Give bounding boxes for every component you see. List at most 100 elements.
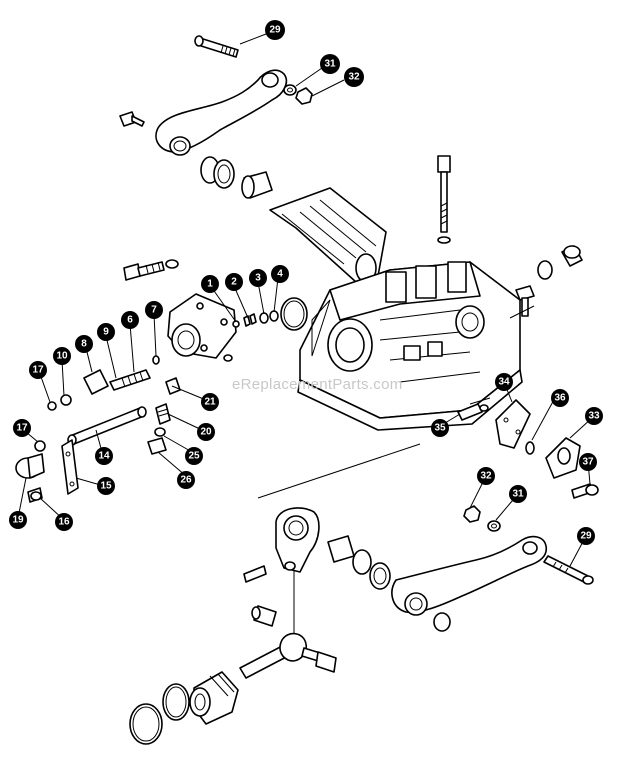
lower-snap-ring [433, 612, 451, 632]
left-cap-bolt [123, 259, 179, 281]
top-small-bolt [119, 111, 145, 127]
callout-29-top: 29 [265, 20, 285, 40]
callout-15: 15 [97, 477, 115, 495]
valve-housing [297, 261, 523, 431]
svg-text:37: 37 [582, 457, 594, 468]
svg-text:21: 21 [204, 397, 216, 408]
top-washer-31 [283, 84, 297, 96]
svg-text:16: 16 [58, 517, 70, 528]
cover-plate-34 [495, 399, 531, 449]
cover-plate-33 [545, 437, 581, 479]
svg-text:29: 29 [269, 25, 281, 36]
svg-text:3: 3 [255, 273, 261, 284]
svg-text:29: 29 [580, 531, 592, 542]
top-lift-pin-29 [194, 35, 239, 58]
svg-text:36: 36 [554, 393, 566, 404]
watermark-text: eReplacementParts.com [232, 376, 403, 393]
svg-text:6: 6 [127, 315, 133, 326]
callout-8: 8 [75, 335, 93, 353]
svg-text:17: 17 [16, 423, 28, 434]
svg-text:19: 19 [12, 515, 24, 526]
screw-16 [27, 487, 43, 503]
callout-17-lower: 17 [13, 419, 31, 437]
bolt-leader-line [509, 305, 535, 319]
svg-text:25: 25 [188, 451, 200, 462]
top-cap-bolt [437, 155, 451, 244]
lower-nut-32 [463, 505, 481, 523]
hydraulic-piston [189, 671, 239, 725]
callout-1: 1 [201, 275, 219, 293]
drop-pin [251, 605, 277, 627]
spring-21-and-plug-26 [147, 377, 181, 455]
callout-35: 35 [431, 419, 449, 437]
svg-text:32: 32 [348, 72, 360, 83]
piston-rings [129, 683, 190, 745]
svg-text:26: 26 [180, 475, 192, 486]
svg-text:35: 35 [434, 423, 446, 434]
svg-text:2: 2 [231, 277, 237, 288]
callout-34: 34 [495, 373, 513, 391]
fittings-35 [457, 397, 491, 421]
callout-31-bottom: 31 [509, 485, 527, 503]
valve-cover-plate [167, 293, 237, 362]
callout-16: 16 [55, 513, 73, 531]
callout-3: 3 [249, 269, 267, 287]
o-ring-36 [525, 441, 535, 455]
svg-text:14: 14 [98, 451, 110, 462]
bolt-37 [571, 483, 599, 499]
callout-14: 14 [95, 447, 113, 465]
rocker-arm [275, 507, 320, 573]
lower-lift-arm [391, 535, 548, 616]
callout-leaders [17, 33, 593, 567]
svg-text:7: 7 [151, 305, 157, 316]
callout-31-top: 31 [320, 54, 340, 74]
knob-19 [15, 453, 45, 479]
callout-37: 37 [579, 453, 597, 471]
lower-washer-31 [487, 520, 501, 532]
plunger-assembly [47, 355, 160, 411]
svg-text:17: 17 [32, 365, 44, 376]
callout-26: 26 [177, 471, 195, 489]
callout-33: 33 [585, 407, 603, 425]
callout-2: 2 [225, 273, 243, 291]
svg-text:31: 31 [512, 489, 524, 500]
control-rod-14 [67, 406, 147, 446]
svg-text:8: 8 [81, 339, 87, 350]
callout-7: 7 [145, 301, 163, 319]
callout-9: 9 [97, 323, 115, 341]
svg-text:10: 10 [56, 351, 68, 362]
lower-shaft-and-lever [239, 632, 337, 679]
svg-text:15: 15 [100, 481, 112, 492]
callout-32-bottom: 32 [477, 467, 495, 485]
svg-text:32: 32 [480, 471, 492, 482]
lower-leader-line [257, 443, 421, 499]
svg-text:33: 33 [588, 411, 600, 422]
svg-text:9: 9 [103, 327, 109, 338]
svg-text:31: 31 [324, 59, 336, 70]
callout-36: 36 [551, 389, 569, 407]
link-plate-15 [61, 439, 79, 495]
callout-20: 20 [197, 423, 215, 441]
right-plug-fitting [537, 245, 583, 280]
lower-bushings [327, 535, 391, 590]
svg-text:4: 4 [277, 269, 283, 280]
spring-and-ball-set [232, 297, 308, 331]
callout-25: 25 [185, 447, 203, 465]
nut-17-lower [34, 440, 46, 452]
svg-text:34: 34 [498, 377, 510, 388]
svg-text:1: 1 [207, 279, 213, 290]
set-screw [243, 565, 267, 583]
callout-6: 6 [121, 311, 139, 329]
top-nut-32 [295, 87, 313, 105]
callout-10: 10 [53, 347, 71, 365]
callout-19: 19 [9, 511, 27, 529]
housing-leader-lines [311, 299, 331, 357]
svg-text:20: 20 [200, 427, 212, 438]
top-bushing-rings [200, 156, 273, 199]
lower-lift-pin-29 [543, 555, 594, 585]
top-lift-arm [155, 69, 288, 156]
callout-29-bottom: 29 [577, 527, 595, 545]
callout-32-top: 32 [344, 67, 364, 87]
